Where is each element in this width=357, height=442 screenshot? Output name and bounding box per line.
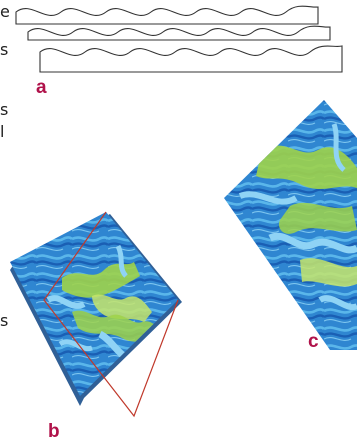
panel-a-strips: [15, 5, 343, 73]
panel-label-b: b: [48, 421, 60, 442]
edge-text-fragment: e: [0, 2, 10, 21]
edge-text-fragment: s: [0, 100, 9, 119]
edge-text-fragment: l: [0, 122, 5, 141]
panel-label-a: a: [36, 77, 47, 98]
edge-text-fragment: s: [0, 40, 9, 59]
panel-b-tile: [10, 211, 182, 418]
panel-label-c: c: [308, 331, 319, 352]
wavy-strip-2: [27, 25, 331, 41]
wavy-strip-3: [39, 45, 343, 73]
fold-line: [43, 211, 179, 418]
panel-c-tile: [224, 100, 357, 350]
wavy-strip-1: [15, 5, 319, 25]
edge-text-fragment: s: [0, 311, 9, 330]
